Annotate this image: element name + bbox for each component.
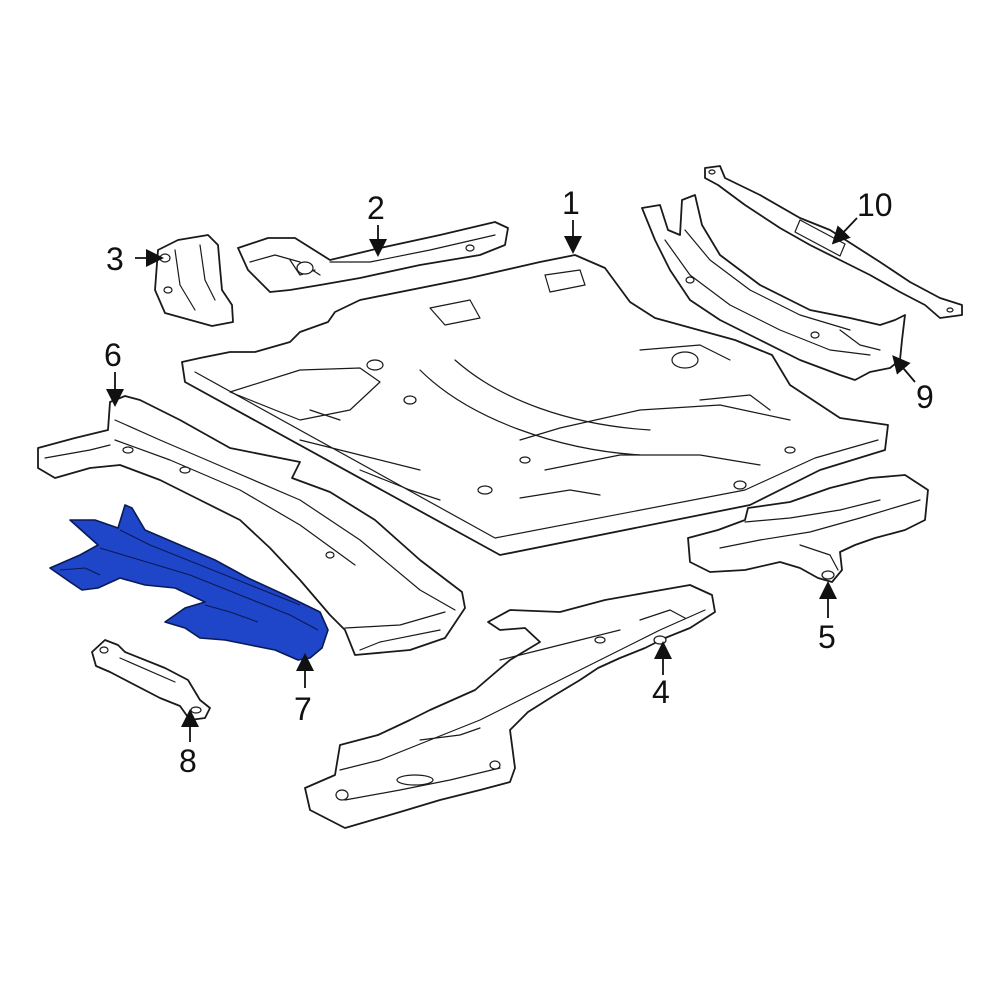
callout-10: 10 [857, 187, 893, 223]
callout-9: 9 [916, 379, 934, 415]
callout-6: 6 [104, 337, 122, 373]
callout-1: 1 [562, 185, 580, 221]
part-2-upper-crossmember[interactable] [237, 221, 509, 293]
callout-4: 4 [652, 674, 670, 710]
part-5-right-crossmember[interactable] [687, 474, 929, 583]
part-6-left-side-rail[interactable] [37, 395, 466, 656]
callout-7: 7 [294, 691, 312, 727]
part-9-right-rail[interactable] [641, 194, 906, 381]
part-4-rear-frame-rail[interactable] [304, 584, 716, 829]
callout-5: 5 [818, 619, 836, 655]
part-1-floor-pan[interactable] [181, 254, 889, 556]
part-8-strap[interactable] [91, 639, 211, 721]
part-3-side-bracket[interactable] [154, 234, 234, 327]
leader-9 [892, 355, 916, 383]
callout-3: 3 [106, 241, 124, 277]
leader-10 [831, 217, 858, 245]
callout-2: 2 [367, 190, 385, 226]
callout-8: 8 [179, 743, 197, 779]
